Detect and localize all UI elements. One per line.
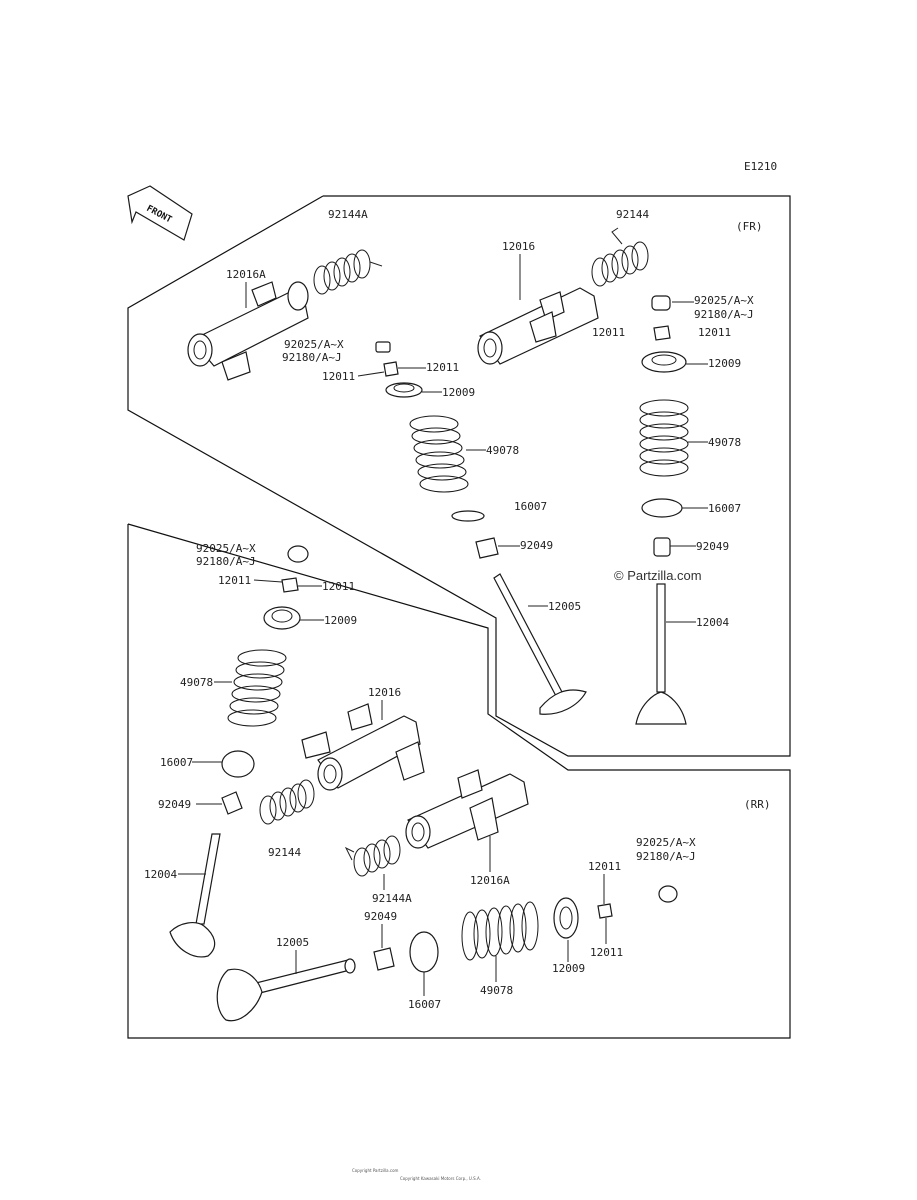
label-fr-12011-a2: 12011	[426, 361, 459, 374]
collet-12011-fr-b	[653, 325, 671, 341]
label-fr-12009-a: 12009	[442, 386, 475, 399]
label-fr-12011-b1: 12011	[592, 326, 625, 339]
retainer-12009-rr-b	[553, 897, 579, 939]
shim-92025-rr-b	[658, 885, 678, 903]
label-rr-92180-a: 92180/A~J	[196, 555, 256, 568]
rr-section-frame	[127, 523, 791, 1039]
label-rr-16007-b: 16007	[408, 998, 441, 1011]
seal-16007-fr-a	[451, 510, 485, 522]
guide-92049-fr-a	[475, 537, 499, 559]
guide-92049-fr-b	[653, 537, 671, 557]
label-rr-92144A: 92144A	[372, 892, 412, 905]
label-rr-12011-b1: 12011	[588, 860, 621, 873]
spring-92144A-rr	[344, 835, 401, 877]
label-rr-12005: 12005	[276, 936, 309, 949]
diagram-id: E1210	[744, 160, 777, 173]
valve-spring-49078-fr-b	[639, 399, 689, 477]
label-rr-92049-b: 92049	[364, 910, 397, 923]
rocker-arm-12016A-rr	[405, 769, 529, 849]
label-fr-49078-a: 49078	[486, 444, 519, 457]
rocker-arm-12016-fr	[477, 287, 599, 365]
label-fr-49078-b: 49078	[708, 436, 741, 449]
label-fr-12011-b2: 12011	[698, 326, 731, 339]
label-rr-12011-a2: 12011	[322, 580, 355, 593]
label-rr-12016A: 12016A	[470, 874, 510, 887]
label-fr-16007-b: 16007	[708, 502, 741, 515]
label-fr-12009-b: 12009	[708, 357, 741, 370]
label-rr-16007-a: 16007	[160, 756, 193, 769]
label-fr-92025-a: 92025/A~X	[284, 338, 344, 351]
rocker-arm-12016-rr	[301, 703, 425, 791]
valve-12005-fr	[493, 573, 587, 715]
label-fr-16007-a: 16007	[514, 500, 547, 513]
label-rr-12011-b2: 12011	[590, 946, 623, 959]
label-fr-92180-a: 92180/A~J	[282, 351, 342, 364]
shim-92025-rr-a	[287, 545, 309, 563]
label-rr-92180-b: 92180/A~J	[636, 850, 696, 863]
fr-section-frame	[127, 195, 791, 757]
retainer-12009-rr-a	[263, 606, 301, 630]
label-rr-12009-a: 12009	[324, 614, 357, 627]
label-rr-92025-a: 92025/A~X	[196, 542, 256, 555]
label-rr-12009-b: 12009	[552, 962, 585, 975]
collet-12011-rr-b	[597, 903, 613, 919]
label-fr-12004: 12004	[696, 616, 729, 629]
collet-12011-rr-a	[281, 577, 299, 593]
footer-line-2: Copyright Kawasaki Motors Corp., U.S.A.	[400, 1176, 481, 1181]
valve-spring-49078-rr-b	[461, 901, 539, 961]
label-fr-12016: 12016	[502, 240, 535, 253]
retainer-12009-fr-a	[385, 382, 423, 398]
section-fr-label: (FR)	[736, 220, 763, 233]
seal-16007-rr-b	[409, 931, 439, 973]
spring-92144A-fr	[313, 249, 383, 295]
label-rr-12016: 12016	[368, 686, 401, 699]
label-fr-12005: 12005	[548, 600, 581, 613]
footer-line-1: Copyright Partzilla.com	[352, 1168, 399, 1173]
label-fr-92144: 92144	[616, 208, 649, 221]
label-rr-49078-a: 49078	[180, 676, 213, 689]
label-rr-92049-a: 92049	[158, 798, 191, 811]
section-rr-label: (RR)	[744, 798, 771, 811]
seal-16007-rr-a	[221, 750, 255, 778]
label-rr-12004: 12004	[144, 868, 177, 881]
guide-92049-rr-a	[221, 791, 243, 815]
rocker-arm-12016A-fr	[187, 281, 309, 381]
valve-spring-49078-rr-a	[227, 649, 287, 727]
guide-92049-rr-b	[373, 947, 395, 971]
shim-92025-fr-a	[375, 341, 391, 353]
valve-spring-49078-fr-a	[409, 415, 469, 493]
label-rr-49078-b: 49078	[480, 984, 513, 997]
label-rr-92025-b: 92025/A~X	[636, 836, 696, 849]
label-fr-12016A: 12016A	[226, 268, 266, 281]
label-rr-12011-a1: 12011	[218, 574, 251, 587]
label-rr-92144: 92144	[268, 846, 301, 859]
label-fr-92144A: 92144A	[328, 208, 368, 221]
label-fr-92049-a: 92049	[520, 539, 553, 552]
label-fr-92049-b: 92049	[696, 540, 729, 553]
spring-92144-rr	[259, 779, 315, 825]
collet-12011-fr-a	[383, 361, 399, 377]
shim-92025-fr-b	[651, 295, 671, 311]
seal-16007-fr-b	[641, 498, 683, 518]
watermark: © Partzilla.com	[614, 568, 702, 583]
label-fr-92180-b: 92180/A~J	[694, 308, 754, 321]
label-fr-12011-a1: 12011	[322, 370, 355, 383]
valve-12004-rr	[169, 833, 221, 958]
valve-12005-rr	[216, 958, 356, 1022]
label-fr-92025-b: 92025/A~X	[694, 294, 754, 307]
retainer-12009-fr-b	[641, 351, 687, 373]
spring-92144-fr	[591, 227, 649, 287]
valve-12004-fr	[635, 583, 687, 725]
front-arrow-icon: FRONT	[127, 185, 193, 241]
